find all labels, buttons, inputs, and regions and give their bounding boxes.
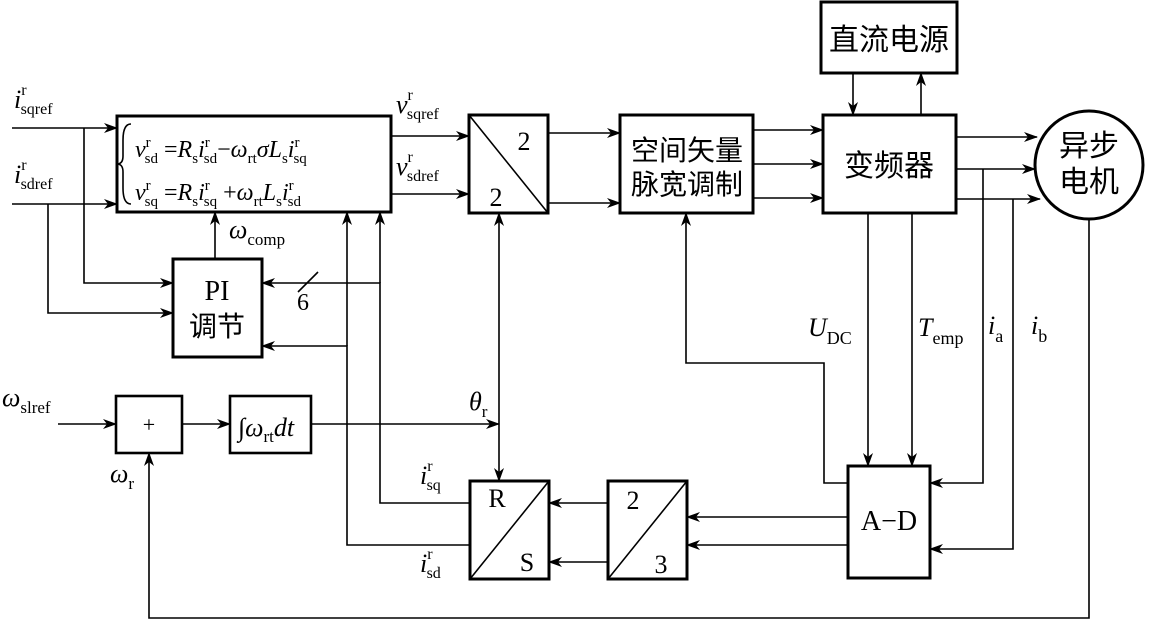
converter-2-3-block — [606, 479, 689, 581]
pi-label-line2: 调节 — [189, 310, 245, 343]
ad-converter-block — [846, 464, 932, 580]
rs-transform-block — [468, 479, 551, 581]
dc-source-label: 直流电源 — [829, 23, 949, 58]
motor-label-line1: 异步 — [1059, 129, 1119, 164]
sum-plus-label: + — [143, 412, 155, 437]
integrator-label: ∫ωrtdt — [236, 413, 295, 446]
rs-bottom: S — [520, 548, 534, 577]
conv22-top: 2 — [518, 127, 531, 156]
signal-temp: Temp — [918, 313, 963, 348]
signal-theta-r: θr — [469, 387, 488, 421]
conv23-top: 2 — [627, 486, 640, 515]
svpwm-label-line2: 脉宽调制 — [631, 168, 743, 201]
signal-omega-slref: ωslref — [2, 383, 51, 417]
signal-ia: ia — [988, 311, 1003, 346]
signal-udc: UDC — [808, 313, 852, 348]
ad-label: A−D — [861, 506, 917, 537]
bus-count-label: 6 — [297, 290, 309, 316]
svpwm-block — [618, 113, 755, 215]
pi-controller-block — [171, 257, 264, 359]
dc-source-block — [819, 0, 959, 75]
inverter-label: 变频器 — [844, 149, 934, 184]
converter-2-2-block — [467, 113, 550, 215]
connections — [12, 72, 1090, 619]
equation-block — [115, 114, 393, 214]
sum-junction-block — [114, 394, 184, 455]
svpwm-label-line1: 空间矢量 — [631, 134, 743, 167]
rs-top: R — [488, 484, 506, 513]
signal-omega-r: ωr — [110, 459, 134, 493]
conv22-bottom: 2 — [490, 183, 503, 212]
conv23-bottom: 3 — [655, 550, 668, 579]
signal-ib: ib — [1031, 311, 1047, 346]
motor-label-line2: 电机 — [1059, 165, 1119, 200]
signal-omega-comp: ωcomp — [229, 215, 285, 249]
pi-label-line1: PI — [205, 276, 230, 307]
